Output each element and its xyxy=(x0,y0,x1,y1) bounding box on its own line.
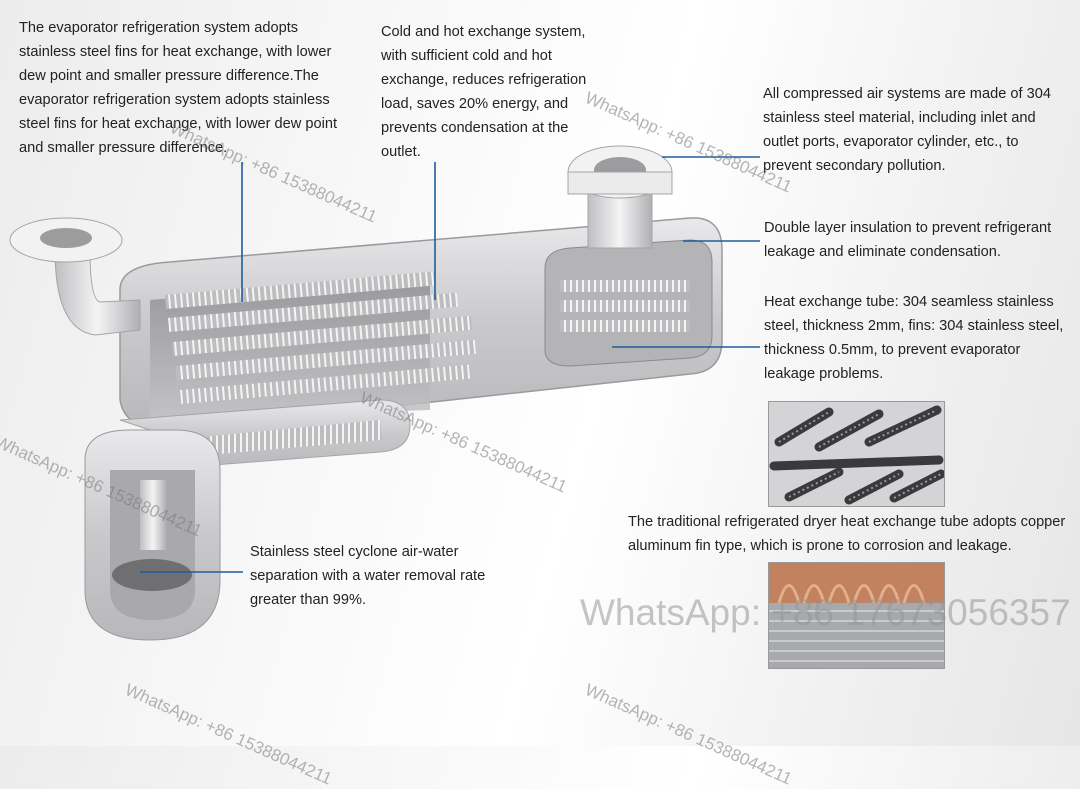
cyclone-separator xyxy=(84,429,221,641)
evaporator-cutaway-diagram xyxy=(9,145,760,641)
callout-traditional-tube: The traditional refrigerated dryer heat … xyxy=(628,514,1066,554)
inlet-pipe xyxy=(9,217,141,336)
callout-304-material: All compressed air systems are made of 3… xyxy=(763,86,1051,174)
callout-cyclone: Stainless steel cyclone air-water separa… xyxy=(250,544,486,608)
leader-lines xyxy=(140,156,760,573)
stainless-finned-tubes-photo xyxy=(768,401,945,507)
outlet-flange xyxy=(567,145,673,249)
callout-insulation: Double layer insulation to prevent refri… xyxy=(764,220,1052,260)
callout-heat-exchange-tube: Heat exchange tube: 304 seamless stainle… xyxy=(764,294,1064,382)
callout-cold-hot-exchange: Cold and hot exchange system, with suffi… xyxy=(381,24,587,160)
watermark-large: WhatsApp: +86 17673056357 xyxy=(580,592,1071,633)
copper-aluminum-fins-photo xyxy=(768,562,945,669)
finned-tube-bundle xyxy=(165,271,690,404)
callout-evaporator-fins: The evaporator refrigeration system adop… xyxy=(19,20,337,156)
